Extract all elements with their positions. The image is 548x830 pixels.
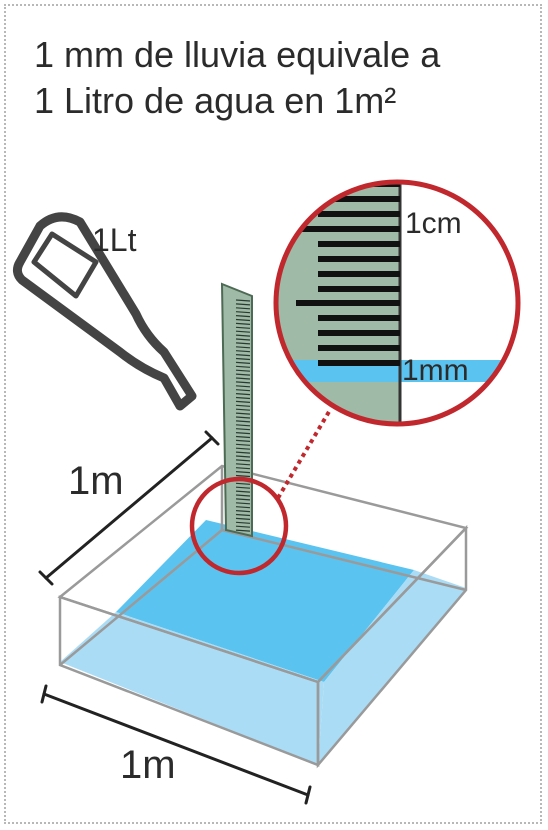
ruler-tick — [235, 416, 251, 419]
ruler-tick — [235, 490, 251, 493]
bottle-icon — [12, 212, 197, 411]
ruler-tick — [235, 322, 251, 325]
diagram-title: 1 mm de lluvia equivale a 1 Litro de agu… — [34, 32, 534, 124]
diagram-frame — [4, 4, 542, 824]
ruler-tick — [235, 513, 251, 517]
ruler-tick — [235, 494, 251, 497]
water-front-face — [60, 612, 324, 765]
ruler-tick — [235, 377, 251, 380]
ruler-tick — [235, 365, 251, 368]
ruler-tick — [235, 381, 251, 384]
ruler-tick — [235, 498, 251, 501]
ruler-tick — [235, 506, 251, 509]
depth-dimension — [38, 430, 220, 586]
ruler-tick — [235, 525, 251, 528]
ruler-tick — [235, 385, 251, 388]
zoom-circle — [273, 179, 521, 427]
ruler-tick — [235, 439, 251, 442]
ruler-tick — [235, 408, 251, 411]
width-dimension — [40, 684, 312, 805]
ruler-tick — [235, 311, 251, 314]
ruler-tick — [235, 361, 251, 364]
ruler-tick — [235, 482, 251, 485]
ruler-tick — [235, 428, 251, 431]
ruler-tick — [235, 471, 251, 474]
title-line-2: 1 Litro de agua en 1m² — [34, 80, 397, 121]
ruler-tick — [235, 455, 251, 458]
ruler-tick — [235, 467, 251, 470]
glass-box — [57, 464, 469, 769]
ruler-tick — [235, 357, 251, 361]
width-label: 1m — [120, 743, 176, 787]
ruler-tick — [235, 404, 251, 407]
ruler-tick — [235, 396, 251, 400]
ruler-tick — [235, 432, 251, 435]
ruler-tick — [235, 459, 251, 462]
ruler-tick — [235, 318, 251, 322]
zoom-connector — [276, 408, 332, 500]
ruler-tick — [235, 412, 251, 415]
ruler-tick — [235, 342, 251, 345]
water-surface — [116, 520, 414, 682]
ruler-tick — [235, 330, 251, 333]
ruler — [220, 282, 253, 538]
depth-label: 1m — [68, 459, 124, 503]
ruler-tick — [235, 373, 251, 376]
ruler-tick — [235, 424, 251, 427]
ruler-tick — [235, 369, 251, 372]
ruler-tick — [235, 393, 251, 396]
ruler-tick — [235, 350, 251, 353]
ruler-tick — [235, 400, 251, 403]
ruler-tick — [235, 303, 251, 306]
ruler-tick — [235, 334, 251, 337]
ruler-tick — [235, 529, 251, 532]
scale-cm-label: 1cm — [405, 207, 462, 240]
ruler-tick — [235, 510, 251, 513]
scale-mm-label: 1mm — [402, 354, 469, 387]
water-right-face — [318, 570, 466, 765]
ruler-tick — [235, 517, 251, 520]
magnify-circle — [189, 476, 289, 576]
ruler-tick — [235, 307, 251, 310]
bottle-label: 1Lt — [92, 222, 137, 258]
ruler-tick — [235, 420, 251, 423]
ruler-tick — [235, 451, 251, 454]
ruler-tick — [235, 486, 251, 489]
ruler-tick — [235, 474, 251, 478]
ruler-tick — [235, 447, 251, 450]
ruler-tick — [235, 435, 251, 439]
ruler-tick — [235, 299, 251, 302]
ruler-tick — [235, 338, 251, 341]
ruler-tick — [235, 521, 251, 524]
title-line-1: 1 mm de lluvia equivale a — [34, 34, 441, 75]
ruler-tick — [235, 354, 251, 357]
ruler-tick — [235, 315, 251, 318]
ruler-tick — [235, 443, 251, 446]
ruler-tick — [235, 326, 251, 329]
ruler-tick — [235, 502, 251, 505]
ruler-tick — [235, 463, 251, 466]
ruler-tick — [235, 346, 251, 349]
ruler-tick — [235, 389, 251, 392]
